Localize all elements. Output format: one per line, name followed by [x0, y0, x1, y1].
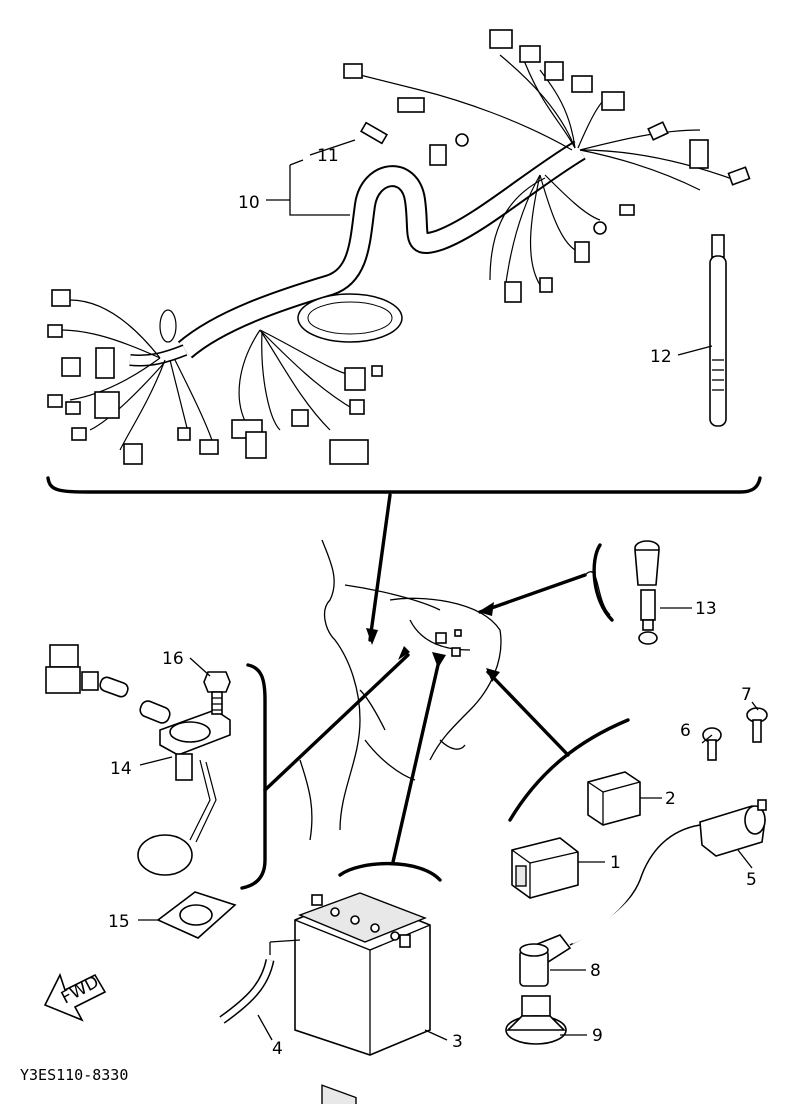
battery-hose-part: [219, 939, 301, 1024]
battery-part: [294, 892, 431, 1104]
top-right-brace: [592, 543, 614, 622]
callout-14: 14: [110, 759, 132, 779]
callout-13: 13: [695, 599, 717, 619]
callout-7: 7: [741, 685, 752, 705]
callout-2: 2: [665, 789, 676, 809]
callout-1: 1: [610, 853, 621, 873]
relay-1-part: [511, 837, 579, 899]
forward-arrow-icon: FWD: [43, 972, 107, 1022]
ignition-coil-part: [569, 799, 767, 946]
harness-brace: [46, 476, 762, 494]
screw-7-part: [746, 707, 768, 743]
part-13-switch: [634, 540, 660, 645]
callout-16: 16: [162, 649, 184, 669]
callout-5: 5: [746, 870, 757, 890]
right-brace: [508, 718, 630, 822]
gasket-15-part: [156, 891, 237, 939]
callout-8: 8: [590, 961, 601, 981]
assembly-leaders: [263, 493, 611, 864]
harness-connectors: [47, 29, 751, 465]
cable-tie-part: [709, 234, 727, 427]
callout-11: 11: [317, 146, 339, 166]
fuse-part: [360, 121, 388, 145]
plug-cap-part: [519, 934, 572, 987]
screw-6-part: [702, 727, 722, 761]
plug-boot-part: [505, 995, 567, 1045]
battery-brace: [338, 861, 442, 882]
wire-harness: [59, 49, 736, 451]
callout-15: 15: [108, 912, 130, 932]
callout-labels: 11 10 12 13 16 14 15 2 1 6 7 5 8 9 3 4: [108, 146, 757, 1059]
callout-leaders: [138, 139, 759, 1041]
callout-10: 10: [238, 193, 260, 213]
callout-3: 3: [452, 1032, 463, 1052]
relay-2-part: [587, 771, 641, 826]
callout-4: 4: [272, 1039, 283, 1059]
left-brace: [240, 663, 267, 890]
fuel-sender-part: [45, 644, 231, 876]
bolt-16-part: [203, 671, 231, 715]
callout-9: 9: [592, 1026, 603, 1046]
drawing-code: Y3ES110-8330: [20, 1066, 128, 1084]
callout-6: 6: [680, 721, 691, 741]
scooter-body-outline: [299, 539, 502, 841]
callout-12: 12: [650, 347, 672, 367]
